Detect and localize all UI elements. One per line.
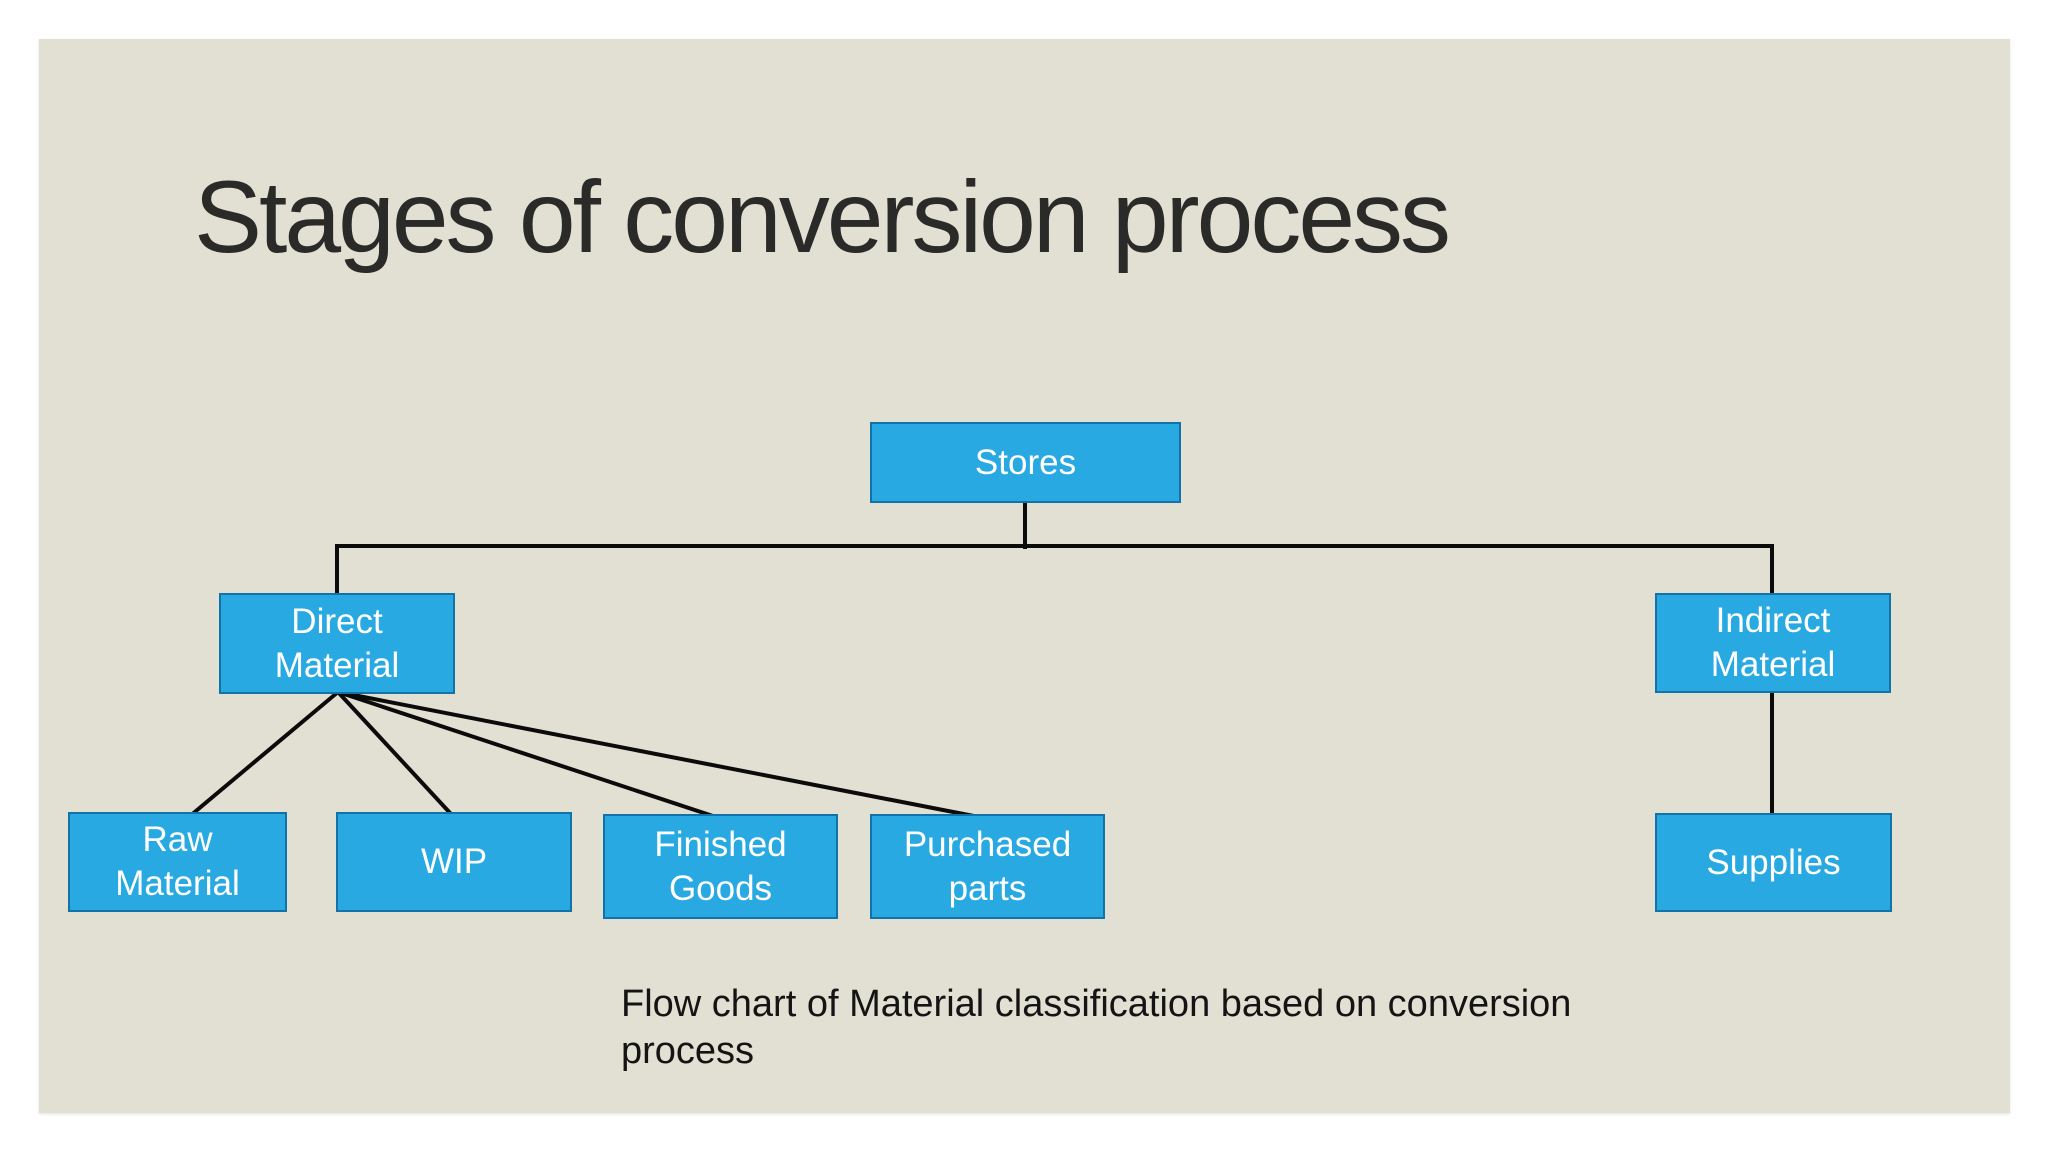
node-finished-goods-label-line1: Finished: [654, 824, 787, 864]
node-direct-material-label-line2: Material: [274, 645, 400, 685]
caption-line2: process: [621, 1030, 755, 1072]
node-purchased-parts-label-line2: parts: [948, 868, 1027, 908]
node-wip: WIP: [336, 812, 572, 912]
node-supplies: Supplies: [1655, 813, 1892, 912]
caption-line1: Flow chart of Material classification ba…: [621, 983, 1572, 1025]
node-direct-material-label-line1: Direct: [291, 601, 383, 641]
edge-direct-purchased: [337, 690, 985, 820]
node-raw-material: Raw Material: [68, 812, 287, 912]
edge-direct-wip: [336, 690, 453, 816]
node-indirect-material: Indirect Material: [1655, 593, 1891, 693]
node-raw-material-label-line2: Material: [115, 864, 240, 903]
edge-direct-raw: [188, 690, 340, 818]
node-wip-label: WIP: [420, 842, 488, 881]
node-stores-label: Stores: [974, 442, 1077, 482]
node-finished-goods: Finished Goods: [603, 814, 838, 919]
slide: Stages of conversion process Stores Dire…: [39, 39, 2010, 1113]
node-purchased-parts-label-line1: Purchased: [903, 824, 1072, 864]
node-purchased-parts: Purchased parts: [870, 814, 1105, 919]
node-raw-material-label-line1: Raw: [142, 820, 213, 859]
node-direct-material: Direct Material: [219, 593, 455, 694]
diagram-caption: Flow chart of Material classification ba…: [621, 981, 1631, 1075]
node-stores: Stores: [870, 422, 1181, 503]
node-indirect-material-label-line1: Indirect: [1715, 601, 1831, 640]
node-supplies-label: Supplies: [1706, 842, 1841, 882]
slide-title: Stages of conversion process: [194, 160, 1451, 274]
edge-direct-finished: [337, 690, 720, 820]
node-finished-goods-label-line2: Goods: [668, 868, 773, 908]
node-indirect-material-label-line2: Material: [1710, 645, 1836, 684]
